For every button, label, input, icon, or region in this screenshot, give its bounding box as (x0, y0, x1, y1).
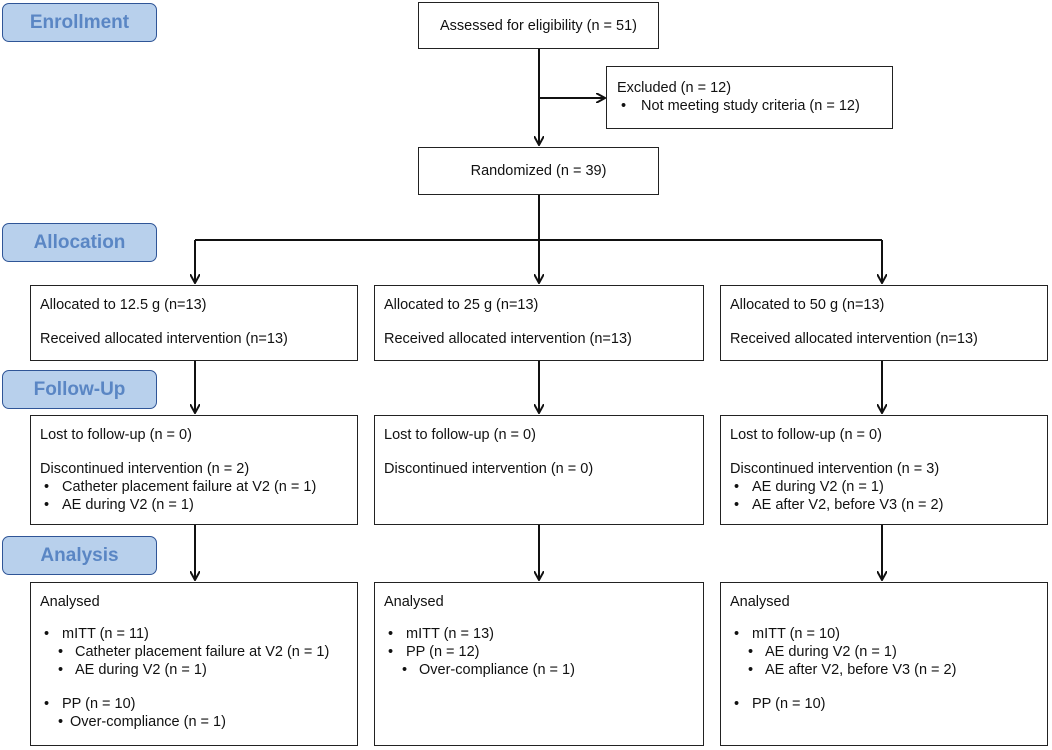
analysis-box-arm-2: Analysed mITT (n = 13) PP (n = 12) Over-… (374, 582, 704, 746)
list-item: AE during V2 (n = 1) (730, 478, 1047, 496)
allocated-text: Allocated to 12.5 g (n=13) (40, 297, 207, 313)
assessed-box: Assessed for eligibility (n = 51) (418, 2, 659, 49)
pp-text: PP (n = 12) (384, 643, 703, 661)
followup-box-arm-2: Lost to follow-up (n = 0) Discontinued i… (374, 415, 704, 525)
followup-box-arm-3: Lost to follow-up (n = 0) Discontinued i… (720, 415, 1048, 525)
list-item: AE during V2 (n = 1) (40, 496, 357, 514)
mitt-text: mITT (n = 10) (730, 625, 1047, 643)
pp-text: PP (n = 10) (730, 695, 1047, 713)
list-item: Over-compliance (n = 1) (384, 661, 703, 679)
analysed-text: Analysed (730, 594, 790, 610)
randomized-text: Randomized (n = 39) (470, 163, 607, 179)
pp-text: PP (n = 10) (40, 695, 357, 713)
allocated-text: Allocated to 50 g (n=13) (730, 297, 885, 313)
list-item: Catheter placement failure at V2 (n = 1) (40, 643, 357, 661)
list-item: Over-compliance (n = 1) (40, 713, 357, 731)
allocation-box-arm-1: Allocated to 12.5 g (n=13) Received allo… (30, 285, 358, 361)
assessed-text: Assessed for eligibility (n = 51) (439, 17, 638, 34)
list-item: AE after V2, before V3 (n = 2) (730, 496, 1047, 514)
stage-label-follow-up: Follow-Up (2, 370, 157, 409)
list-item: AE during V2 (n = 1) (730, 643, 1047, 661)
received-text: Received allocated intervention (n=13) (384, 331, 632, 347)
stage-label-allocation: Allocation (2, 223, 157, 262)
followup-box-arm-1: Lost to follow-up (n = 0) Discontinued i… (30, 415, 358, 525)
list-item: AE after V2, before V3 (n = 2) (730, 661, 1047, 679)
discontinued-text: Discontinued intervention (n = 2) (40, 461, 250, 477)
discontinued-text: Discontinued intervention (n = 3) (730, 461, 940, 477)
stage-label-analysis: Analysis (2, 536, 157, 575)
excluded-title: Excluded (n = 12) (617, 80, 732, 96)
mitt-text: mITT (n = 13) (384, 625, 703, 643)
received-text: Received allocated intervention (n=13) (730, 331, 978, 347)
excluded-reason: Not meeting study criteria (n = 12) (617, 97, 892, 115)
list-item: Catheter placement failure at V2 (n = 1) (40, 478, 357, 496)
lost-text: Lost to follow-up (n = 0) (730, 427, 882, 443)
list-item: AE during V2 (n = 1) (40, 661, 357, 679)
excluded-box: Excluded (n = 12) Not meeting study crit… (606, 66, 893, 129)
received-text: Received allocated intervention (n=13) (40, 331, 288, 347)
analysis-box-arm-3: Analysed mITT (n = 10) AE during V2 (n =… (720, 582, 1048, 746)
stage-label-enrollment: Enrollment (2, 3, 157, 42)
analysis-box-arm-1: Analysed mITT (n = 11) Catheter placemen… (30, 582, 358, 746)
analysed-text: Analysed (40, 594, 100, 610)
analysed-text: Analysed (384, 594, 444, 610)
allocated-text: Allocated to 25 g (n=13) (384, 297, 539, 313)
lost-text: Lost to follow-up (n = 0) (40, 427, 192, 443)
lost-text: Lost to follow-up (n = 0) (384, 427, 536, 443)
allocation-box-arm-3: Allocated to 50 g (n=13) Received alloca… (720, 285, 1048, 361)
mitt-text: mITT (n = 11) (40, 625, 357, 643)
randomized-box: Randomized (n = 39) (418, 147, 659, 195)
discontinued-text: Discontinued intervention (n = 0) (384, 461, 594, 477)
allocation-box-arm-2: Allocated to 25 g (n=13) Received alloca… (374, 285, 704, 361)
